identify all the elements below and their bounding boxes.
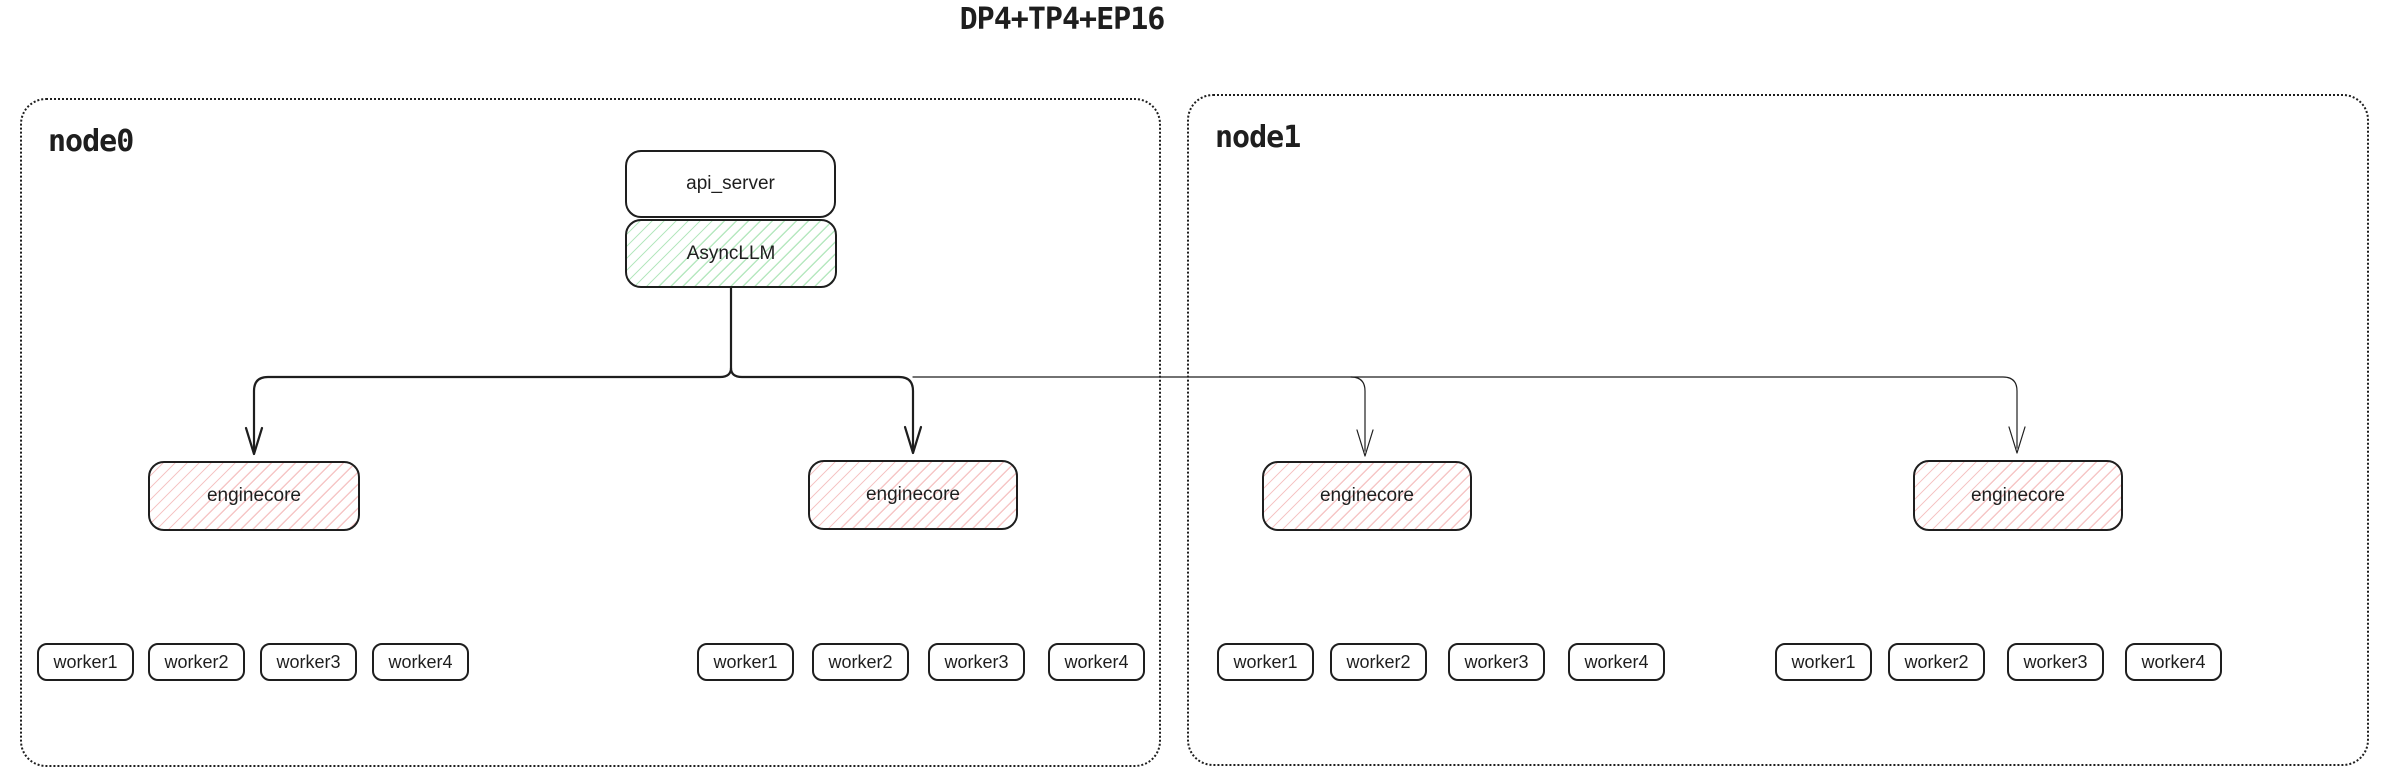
node1-label: node1 [1215,120,1301,155]
enginecore3-label: enginecore [1319,485,1415,506]
worker-label: worker2 [828,651,893,672]
worker-label: worker4 [1064,651,1129,672]
arrowhead-enginecore3 [1356,429,1374,457]
worker-box: worker1 [1217,643,1314,681]
api-server-box: api_server [625,150,836,218]
enginecore1-label: enginecore [206,485,302,506]
worker-box: worker2 [1888,643,1985,681]
edge-asyncllm-to-enginecore2 [729,366,915,451]
worker-label: worker2 [1904,651,1969,672]
worker-box: worker3 [2007,643,2104,681]
worker-label: worker1 [713,651,778,672]
edge-asyncllm-to-enginecore1 [252,286,733,452]
worker-box: worker2 [1330,643,1427,681]
edge-asyncllm-to-enginecore3 [1350,376,1366,452]
enginecore4-box: enginecore [1913,460,2123,531]
enginecore3-box: enginecore [1262,461,1472,531]
worker-box: worker3 [928,643,1025,681]
worker-box: worker3 [260,643,357,681]
worker-box: worker4 [372,643,469,681]
worker-box: worker1 [1775,643,1872,681]
api-server-label: api_server [686,173,775,194]
worker-label: worker1 [1233,651,1298,672]
worker-box: worker3 [1448,643,1545,681]
worker-box: worker2 [148,643,245,681]
diagram-title: DP4+TP4+EP16 [959,2,1166,37]
asyncllm-label: AsyncLLM [686,242,776,264]
worker-box: worker1 [37,643,134,681]
worker-box: worker4 [1568,643,1665,681]
enginecore4-label: enginecore [1970,484,2066,506]
worker-label: worker2 [164,651,229,672]
edge-asyncllm-to-enginecore4 [912,376,2018,449]
worker-label: worker1 [53,651,118,672]
enginecore2-box: enginecore [808,460,1018,530]
arrowhead-enginecore2 [903,425,923,455]
worker-label: worker1 [1791,651,1856,672]
enginecore1-box: enginecore [148,461,360,531]
arrowhead-enginecore4 [2008,426,2026,454]
worker-label: worker4 [2141,651,2206,672]
worker-box: worker4 [2125,643,2222,681]
worker-box: worker2 [812,643,909,681]
node0-label: node0 [48,124,134,159]
worker-label: worker4 [388,651,453,672]
worker-label: worker3 [944,651,1009,672]
worker-label: worker3 [276,651,341,672]
node1-container: node1 [1187,94,2369,766]
worker-label: worker2 [1346,651,1411,672]
worker-box: worker4 [1048,643,1145,681]
worker-label: worker3 [1464,651,1529,672]
worker-box: worker1 [697,643,794,681]
enginecore2-label: enginecore [865,484,961,505]
asyncllm-box: AsyncLLM [625,219,837,288]
node0-container: node0 [20,98,1161,767]
arrowhead-enginecore1 [244,426,264,456]
worker-label: worker3 [2023,651,2088,672]
worker-label: worker4 [1584,651,1649,672]
